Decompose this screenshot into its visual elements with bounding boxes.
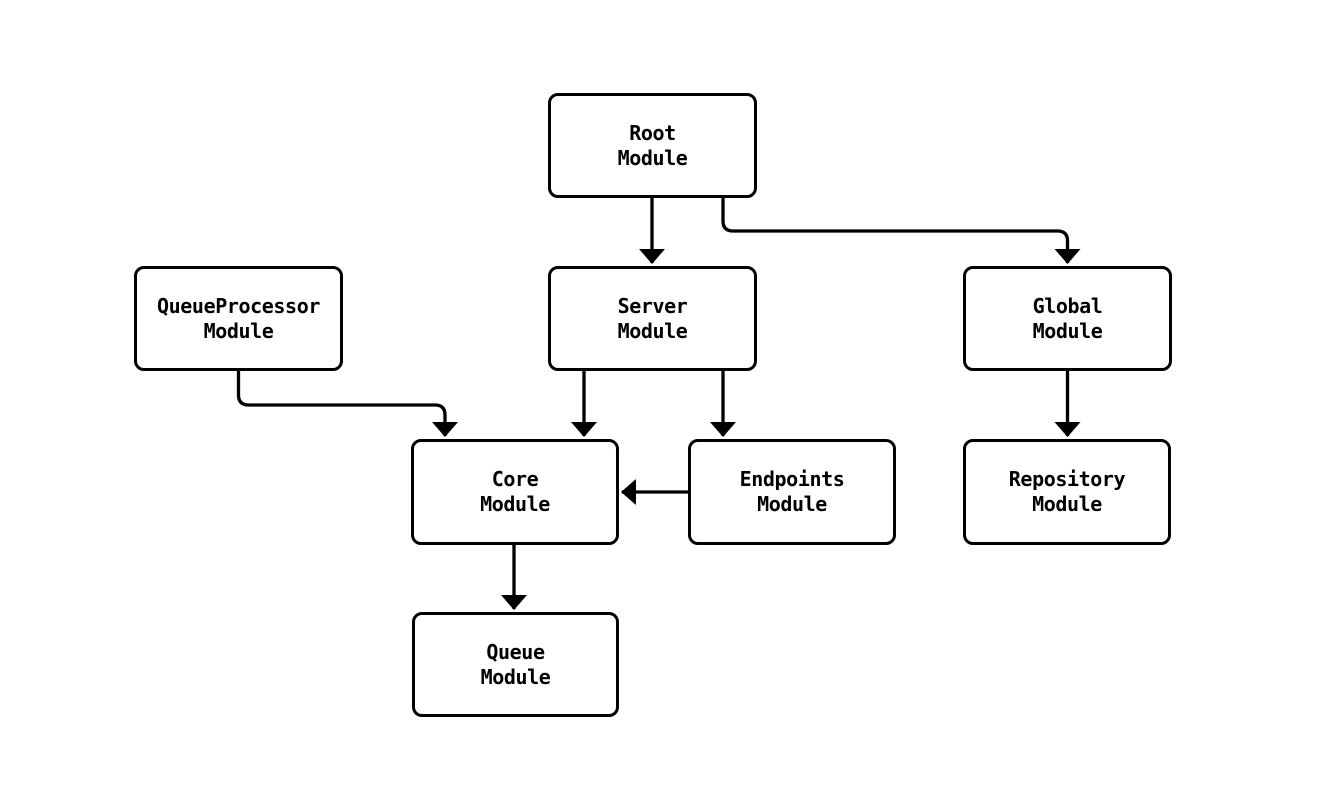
edge-queueprocessor-to-core: [236, 371, 458, 437]
node-label: Queue Module: [480, 639, 551, 689]
node-queue-module: Queue Module: [412, 612, 619, 717]
node-label: QueueProcessor Module: [157, 293, 320, 343]
node-repository-module: Repository Module: [963, 439, 1171, 545]
node-root-module: Root Module: [548, 93, 757, 198]
node-label: Global Module: [1032, 293, 1103, 343]
node-core-module: Core Module: [411, 439, 619, 545]
node-label: Server Module: [617, 293, 688, 343]
node-endpoints-module: Endpoints Module: [688, 439, 896, 545]
node-queueprocessor-module: QueueProcessor Module: [134, 266, 343, 371]
node-label: Core Module: [480, 467, 550, 516]
node-server-module: Server Module: [548, 266, 757, 371]
node-label: Endpoints Module: [739, 467, 845, 516]
edge-root-to-global: [721, 198, 1081, 264]
node-label: Root Module: [617, 120, 688, 170]
node-global-module: Global Module: [963, 266, 1172, 371]
node-label: Repository Module: [1008, 467, 1126, 516]
